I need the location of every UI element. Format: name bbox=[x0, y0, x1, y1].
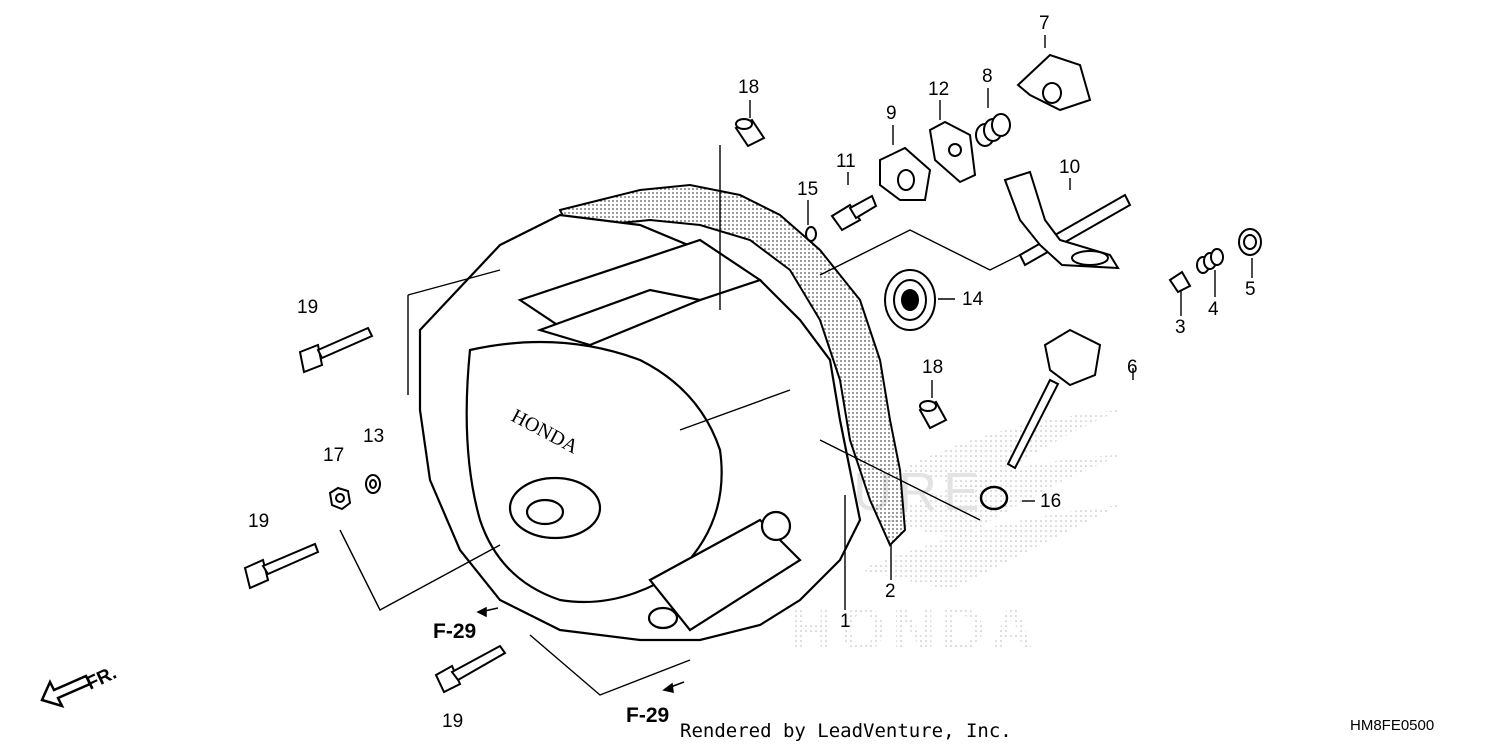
o-ring-15 bbox=[805, 226, 817, 242]
callout-16: 16 bbox=[1040, 491, 1062, 512]
leader-lines bbox=[339, 35, 1253, 696]
shift-arm-10 bbox=[1003, 170, 1132, 270]
front-direction-arrow: FR. bbox=[40, 663, 120, 709]
callout-12: 12 bbox=[928, 79, 950, 100]
callout-7: 7 bbox=[1039, 13, 1050, 34]
callout-2: 2 bbox=[885, 581, 896, 602]
honda-watermark-text: HONDA bbox=[790, 596, 1040, 663]
callout-1: 1 bbox=[840, 611, 851, 632]
plug-5 bbox=[1238, 228, 1262, 256]
spring-4 bbox=[1196, 248, 1224, 274]
rendered-by-credit: Rendered by LeadVenture, Inc. bbox=[680, 720, 1012, 742]
plate-12 bbox=[928, 120, 977, 184]
callout-8: 8 bbox=[982, 66, 993, 87]
callout-11: 11 bbox=[836, 151, 856, 172]
flange-bolt-19b bbox=[243, 542, 320, 590]
callout-15: 15 bbox=[797, 179, 819, 200]
dowel-pin-18b bbox=[918, 400, 948, 430]
callout-13: 13 bbox=[363, 426, 385, 447]
dowel-pin-18a bbox=[734, 118, 766, 148]
callout-17: 17 bbox=[323, 445, 345, 466]
callout-19-lower: 19 bbox=[442, 711, 464, 732]
bolt-11 bbox=[830, 194, 878, 232]
cam-7 bbox=[1016, 53, 1092, 112]
bearing-14 bbox=[884, 269, 936, 331]
callout-18-mid: 18 bbox=[922, 357, 944, 378]
honda-wing-watermark: HONDA bbox=[790, 410, 1120, 663]
reference-f29-bottom[interactable]: F-29 bbox=[626, 704, 670, 727]
callout-4: 4 bbox=[1208, 299, 1219, 320]
oil-dipstick-6 bbox=[1006, 328, 1102, 470]
nut-17 bbox=[328, 486, 352, 511]
callout-14: 14 bbox=[962, 289, 984, 310]
callout-19-upper: 19 bbox=[297, 297, 319, 318]
flange-bolt-19c bbox=[434, 644, 507, 694]
callout-3: 3 bbox=[1175, 317, 1186, 338]
gasket bbox=[558, 183, 907, 547]
flange-bolt-19a bbox=[298, 326, 374, 374]
plate-9 bbox=[879, 146, 932, 201]
spring-8 bbox=[975, 113, 1011, 147]
front-label: FR. bbox=[83, 663, 120, 695]
reference-f29-left[interactable]: F-29 bbox=[433, 620, 477, 643]
callout-19-middle: 19 bbox=[248, 511, 270, 532]
crankcase-cover: HONDA bbox=[418, 213, 862, 642]
reference-arrows bbox=[476, 606, 685, 693]
diagram-code: HM8FE0500 bbox=[1350, 717, 1435, 734]
callout-10: 10 bbox=[1059, 157, 1081, 178]
callout-5: 5 bbox=[1245, 279, 1256, 300]
o-ring-16 bbox=[979, 485, 1009, 511]
callout-6: 6 bbox=[1127, 357, 1138, 378]
washer-13 bbox=[365, 474, 381, 494]
plug-3 bbox=[1168, 270, 1192, 294]
callout-18-top: 18 bbox=[738, 77, 760, 98]
callout-9: 9 bbox=[886, 103, 897, 124]
